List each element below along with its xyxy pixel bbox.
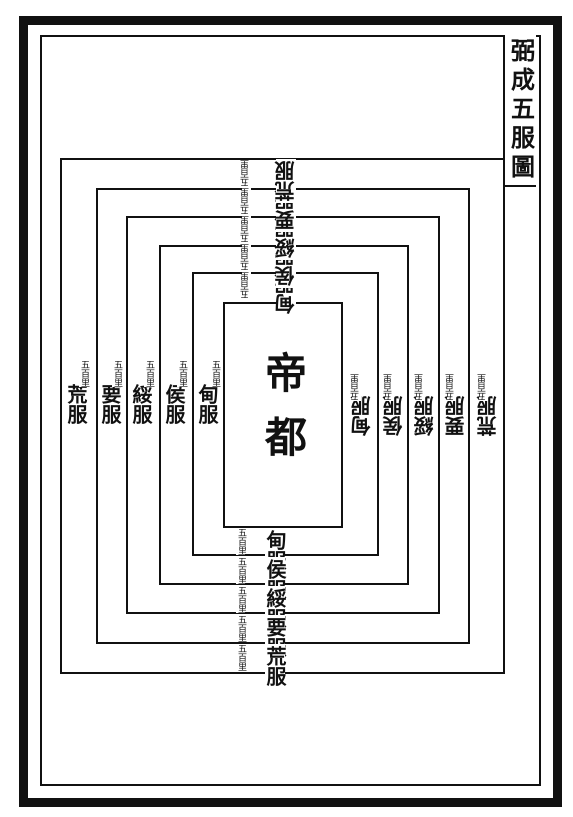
capital-label: 帝都 bbox=[258, 351, 308, 479]
diagram-title: 弼成五服圖 bbox=[506, 37, 536, 183]
zone-label-left-1: 甸服 bbox=[195, 382, 219, 426]
distance-note-right-2: 五百里 bbox=[384, 374, 394, 401]
zone-label-top-5: 荒服 bbox=[274, 159, 298, 203]
distance-note-bottom-2: 五百里 bbox=[236, 557, 246, 584]
distance-note-bottom-1: 五百里 bbox=[236, 528, 246, 555]
inner-border bbox=[40, 35, 541, 786]
distance-note-right-3: 五百里 bbox=[415, 374, 425, 401]
distance-note-left-2: 五百里 bbox=[177, 360, 187, 387]
distance-note-right-4: 五百里 bbox=[446, 374, 456, 401]
distance-note-top-2: 五百里 bbox=[241, 244, 251, 271]
capital-box: 帝都 bbox=[223, 302, 343, 528]
zone-label-left-3: 綏服 bbox=[129, 382, 153, 426]
outer-border bbox=[19, 16, 562, 807]
distance-note-left-5: 五百里 bbox=[79, 360, 89, 387]
distance-note-top-4: 五百里 bbox=[241, 188, 251, 215]
zone-label-left-4: 要服 bbox=[98, 382, 122, 426]
distance-note-bottom-3: 五百里 bbox=[236, 586, 246, 613]
distance-note-right-5: 五百里 bbox=[478, 374, 488, 401]
distance-note-left-3: 五百里 bbox=[144, 360, 154, 387]
distance-note-bottom-5: 五百里 bbox=[236, 644, 246, 671]
zone-label-bottom-5: 荒服 bbox=[263, 644, 287, 688]
distance-note-left-4: 五百里 bbox=[112, 360, 122, 387]
distance-note-bottom-4: 五百里 bbox=[236, 615, 246, 642]
distance-note-top-3: 五百里 bbox=[241, 216, 251, 243]
zone-label-left-5: 荒服 bbox=[64, 382, 88, 426]
distance-note-top-1: 五百里 bbox=[241, 272, 251, 299]
distance-note-left-1: 五百里 bbox=[210, 360, 220, 387]
zone-label-left-2: 侯服 bbox=[162, 382, 186, 426]
title-cartouche: 弼成五服圖 bbox=[503, 35, 536, 187]
distance-note-top-5: 五百里 bbox=[241, 160, 251, 187]
distance-note-right-1: 五百里 bbox=[351, 374, 361, 401]
